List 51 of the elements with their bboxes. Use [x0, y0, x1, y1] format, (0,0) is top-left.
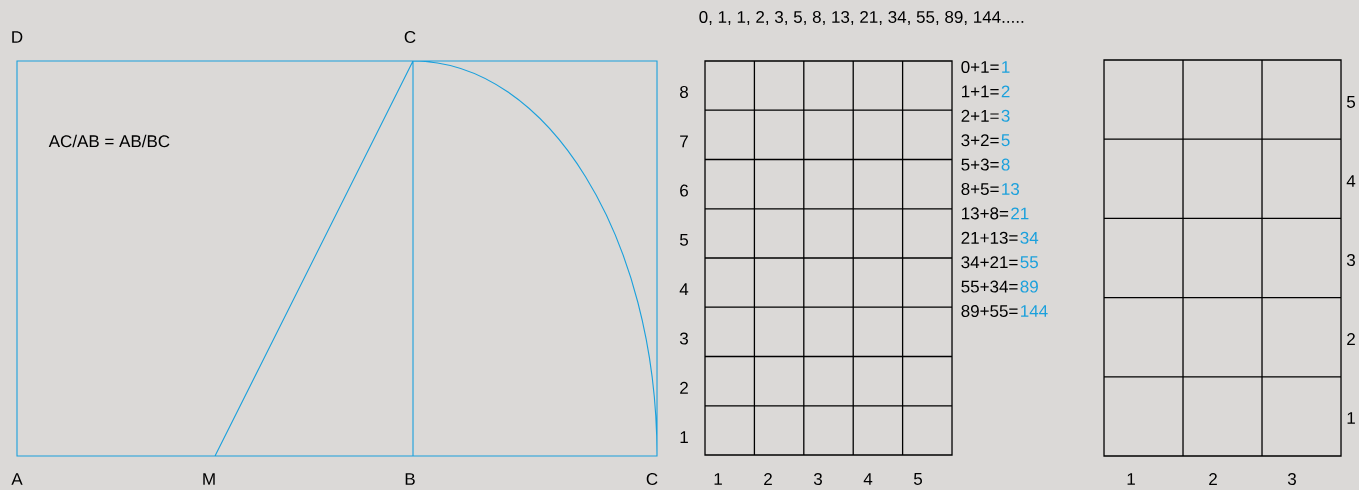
point-label: M — [203, 473, 215, 485]
sum-value: 89 — [1020, 280, 1038, 293]
sum-value: 144 — [1021, 305, 1048, 317]
axis-number: 5 — [913, 473, 922, 485]
equation-text: 1+1= — [962, 85, 999, 98]
point-label: B — [405, 473, 415, 485]
point-label: C — [646, 473, 658, 485]
ratio-formula: AC/AB = AB/BC — [48, 134, 170, 148]
equation-text: 13+8= — [962, 207, 1009, 220]
axis-number: 2 — [1209, 473, 1217, 485]
equation-text: 2+1= — [961, 109, 999, 122]
point-label: C — [404, 30, 416, 43]
sum-value: 2 — [1001, 85, 1010, 98]
axis-number: 2 — [764, 473, 772, 485]
sum-value: 34 — [1020, 231, 1039, 244]
equation-text: 5+3= — [961, 158, 999, 171]
axis-number: 1 — [680, 431, 688, 443]
sum-value: 21 — [1011, 207, 1029, 220]
equation-text: 8+5= — [961, 182, 999, 195]
sum-value: 5 — [1001, 134, 1010, 147]
sum-value: 8 — [1001, 158, 1010, 171]
point-label: D — [12, 31, 23, 43]
equation-text: 55+34= — [961, 280, 1018, 293]
axis-number: 8 — [680, 85, 688, 98]
axis-number: 3 — [1346, 253, 1355, 266]
axis-number: 2 — [1347, 333, 1355, 345]
axis-number: 3 — [1287, 473, 1296, 485]
axis-number: 3 — [679, 332, 688, 345]
axis-number: 4 — [1346, 175, 1356, 187]
equation-text: 89+55= — [961, 305, 1018, 317]
axis-number: 3 — [813, 473, 822, 485]
sequence-text: 0, 1, 1, 2, 3, 5, 8, 13, 21, 34, 55, 89, 144..... — [699, 10, 1024, 25]
axis-number: 6 — [680, 184, 688, 197]
equation-text: 0+1= — [961, 60, 999, 73]
axis-number: 5 — [679, 233, 688, 246]
axis-number: 1 — [714, 473, 722, 485]
axis-number: 4 — [679, 283, 689, 296]
equation-text: 3+2= — [961, 134, 999, 147]
axis-number: 5 — [1347, 96, 1355, 108]
sum-value: 1 — [1002, 61, 1010, 73]
equation-text: 34+21= — [961, 256, 1018, 269]
sum-value: 3 — [1001, 109, 1010, 122]
axis-number: 1 — [1127, 473, 1135, 485]
sum-value: 13 — [1002, 182, 1020, 195]
axis-number: 4 — [863, 473, 873, 485]
axis-number: 1 — [1347, 412, 1355, 424]
axis-number: 7 — [680, 135, 688, 148]
equation-text: 21+13= — [961, 231, 1018, 244]
axis-number: 2 — [680, 381, 688, 394]
point-label: A — [11, 473, 23, 485]
sum-value: 55 — [1020, 256, 1038, 269]
